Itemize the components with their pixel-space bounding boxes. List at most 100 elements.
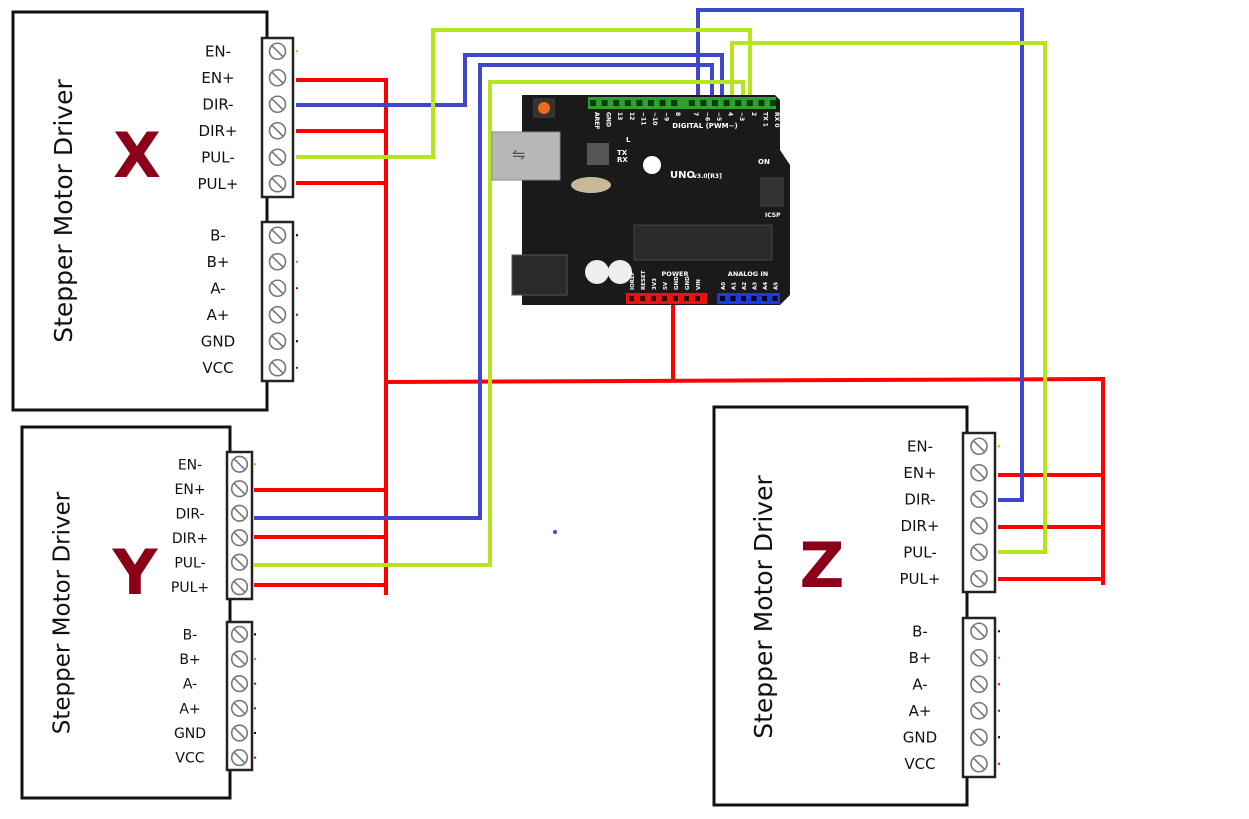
digital-pin-label: ~5 — [715, 112, 722, 121]
usb-port — [491, 131, 561, 181]
header-pin[interactable] — [673, 296, 678, 301]
pin-label: PUL- — [174, 555, 205, 571]
terminal-gnd[interactable]: GND — [201, 332, 298, 350]
header-pin[interactable] — [723, 100, 730, 106]
pin-label: EN- — [178, 457, 202, 473]
capacitor — [608, 260, 632, 284]
header-pin[interactable] — [746, 100, 753, 106]
terminal-dir-minus[interactable]: DIR- — [904, 490, 988, 508]
header-pin[interactable] — [671, 100, 678, 106]
terminal-pul-plus[interactable]: PUL+ — [900, 570, 988, 588]
pin-label: EN+ — [903, 464, 936, 482]
header-pin[interactable] — [624, 100, 631, 106]
header-pin[interactable] — [601, 100, 608, 106]
header-pin[interactable] — [730, 296, 736, 301]
terminal-a-plus[interactable]: A+ — [207, 306, 298, 324]
screw-slot — [271, 255, 284, 268]
header-pin[interactable] — [640, 296, 645, 301]
terminal-housing — [260, 36, 295, 199]
terminal-dir-plus[interactable]: DIR+ — [199, 122, 287, 140]
terminal-vcc[interactable]: VCC — [175, 749, 256, 767]
header-pin[interactable] — [695, 296, 700, 301]
axis-label: Y — [112, 536, 159, 609]
header-pin[interactable] — [651, 296, 656, 301]
terminal-b-minus[interactable]: B- — [210, 226, 298, 244]
terminal-en-minus[interactable]: EN- — [907, 437, 1000, 455]
pin-label: DIR- — [904, 490, 935, 508]
control-terminal-block: EN- EN+ DIR- DIR+ PUL- PUL+ — [198, 36, 298, 199]
pin-dot — [254, 732, 256, 734]
terminal-a-minus[interactable]: A- — [210, 279, 298, 297]
header-pin[interactable] — [648, 100, 654, 106]
header-pin[interactable] — [751, 296, 757, 301]
pin-label: PUL+ — [198, 175, 239, 193]
usb-chip — [587, 143, 609, 165]
pin-label: DIR+ — [199, 122, 238, 140]
header-pin[interactable] — [688, 100, 695, 106]
header-pin[interactable] — [735, 100, 742, 106]
header-pin[interactable] — [712, 100, 718, 106]
terminal-b-minus[interactable]: B- — [912, 622, 1000, 640]
terminal-en-plus[interactable]: EN+ — [201, 69, 287, 87]
digital-pin-label: 7 — [692, 112, 699, 116]
power-pin-label: VIN — [696, 279, 702, 290]
terminal-gnd[interactable]: GND — [903, 728, 1000, 746]
terminal-a-plus[interactable]: A+ — [179, 699, 256, 718]
digital-pin-label: 12 — [628, 112, 635, 120]
terminal-en-plus[interactable]: EN+ — [903, 464, 988, 482]
pin-dot — [254, 463, 256, 466]
screw-slot — [271, 98, 284, 111]
header-pin[interactable] — [770, 100, 776, 106]
terminal-b-minus[interactable]: B- — [183, 625, 256, 644]
terminal-a-minus[interactable]: A- — [183, 675, 256, 693]
header-pin[interactable] — [636, 100, 643, 106]
header-pin[interactable] — [613, 100, 620, 106]
pin-dot — [998, 683, 1000, 686]
terminal-vcc[interactable]: VCC — [202, 359, 298, 377]
analog-pin-label: A2 — [742, 282, 748, 290]
header-pin[interactable] — [758, 100, 765, 106]
terminal-dir-plus[interactable]: DIR+ — [901, 517, 988, 535]
header-pin[interactable] — [662, 296, 667, 301]
header-pin[interactable] — [659, 100, 666, 106]
power-pin-label: GND — [685, 276, 691, 290]
wire-y-pul-minus — [254, 80, 745, 567]
wire-z-pul-minus — [730, 41, 1047, 554]
header-pin[interactable] — [762, 296, 767, 301]
terminal-en-minus[interactable]: EN- — [205, 42, 298, 60]
terminal-pul-minus[interactable]: PUL- — [201, 148, 287, 166]
terminal-vcc[interactable]: VCC — [904, 755, 1000, 773]
header-pin[interactable] — [684, 296, 689, 301]
terminal-dir-plus[interactable]: DIR+ — [172, 529, 249, 547]
terminal-b-plus[interactable]: B+ — [909, 649, 1000, 667]
screw-slot — [271, 335, 284, 348]
analog-pin-label: A5 — [774, 282, 780, 290]
terminal-gnd[interactable]: GND — [174, 724, 256, 742]
terminal-a-minus[interactable]: A- — [912, 675, 1000, 693]
header-pin[interactable] — [700, 100, 707, 106]
terminal-pul-plus[interactable]: PUL+ — [198, 175, 287, 193]
screw-slot — [972, 466, 986, 479]
terminal-pul-plus[interactable]: PUL+ — [171, 578, 249, 596]
terminal-en-minus[interactable]: EN- — [178, 455, 256, 473]
terminal-a-plus[interactable]: A+ — [909, 702, 1000, 720]
power-terminal-block: B- B+ A- A+ GND VCC — [174, 620, 256, 772]
pin-dot — [254, 658, 256, 660]
pin-label: VCC — [202, 359, 233, 377]
pin-dot — [254, 633, 256, 636]
header-pin[interactable] — [590, 100, 596, 106]
terminal-b-plus[interactable]: B+ — [207, 253, 298, 271]
pin-dot — [254, 707, 256, 710]
terminal-en-plus[interactable]: EN+ — [174, 480, 249, 498]
header-pin[interactable] — [720, 296, 725, 301]
screw-slot — [972, 519, 986, 532]
header-pin[interactable] — [629, 296, 634, 301]
terminal-b-plus[interactable]: B+ — [179, 650, 256, 668]
pin-label: DIR- — [202, 95, 233, 113]
terminal-dir-minus[interactable]: DIR- — [202, 95, 287, 113]
terminal-dir-minus[interactable]: DIR- — [175, 504, 249, 522]
terminal-pul-minus[interactable]: PUL- — [174, 553, 249, 571]
header-pin[interactable] — [741, 296, 746, 301]
header-pin[interactable] — [772, 296, 778, 301]
terminal-pul-minus[interactable]: PUL- — [903, 543, 988, 561]
